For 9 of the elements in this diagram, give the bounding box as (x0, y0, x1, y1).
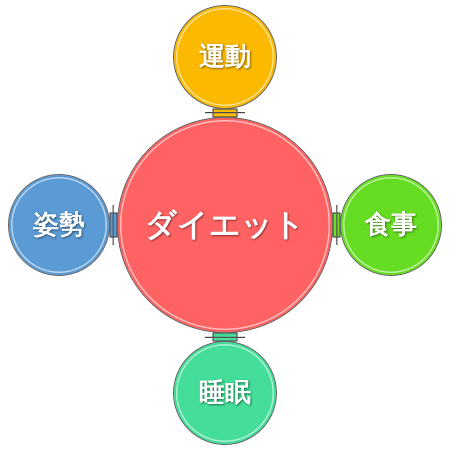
circle-label: 食事 (365, 210, 417, 240)
circle-label: ダイエット (145, 208, 305, 242)
connector (332, 204, 341, 246)
connector (204, 108, 246, 118)
circle-label: 姿勢 (33, 210, 85, 240)
circle-label: 睡眠 (199, 378, 251, 408)
connector (109, 204, 118, 246)
circle-label: 運動 (199, 42, 251, 72)
connector (204, 332, 246, 342)
